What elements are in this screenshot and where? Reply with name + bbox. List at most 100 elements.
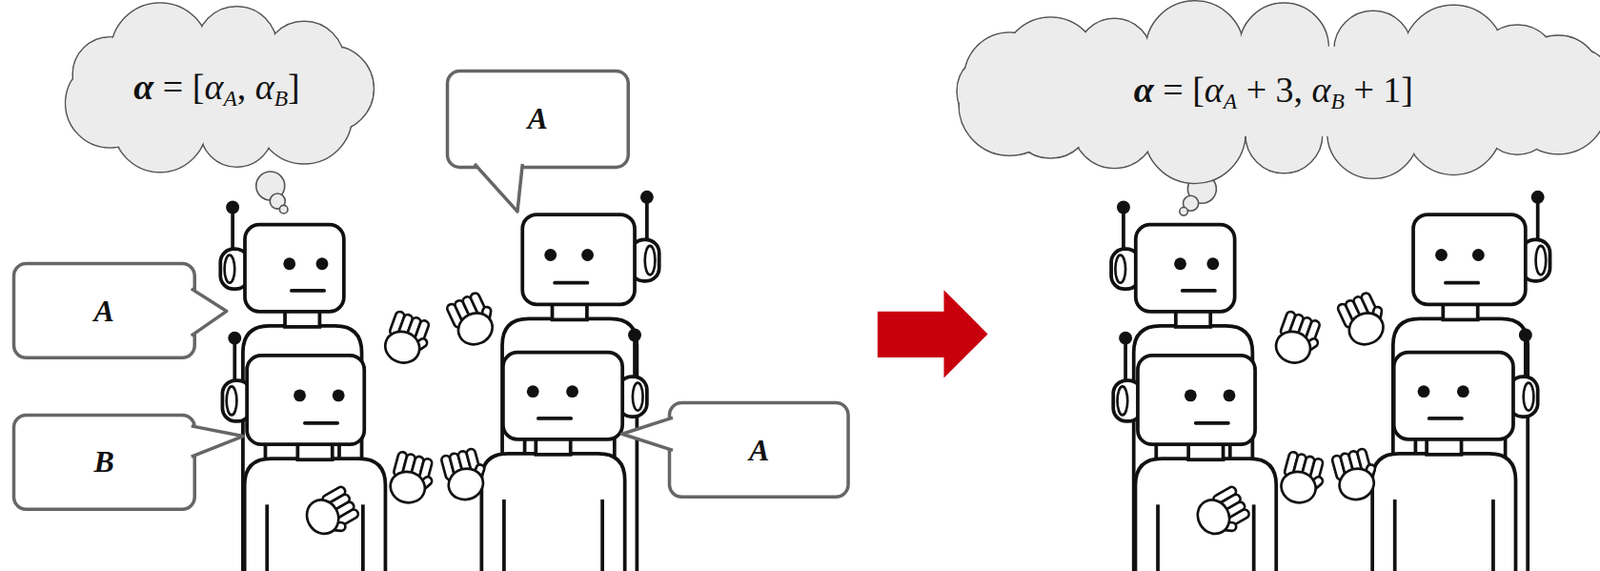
belief-formula: α = [αA, αB] [133, 65, 300, 112]
robot-group [1111, 190, 1550, 571]
robot-ear-inner [226, 385, 238, 415]
greek-letter: α [1134, 69, 1155, 110]
thought-cloud: α = [αA, αB] [56, 1, 378, 176]
robot-arm [1393, 499, 1398, 571]
speech-bubble: A [445, 69, 630, 169]
robot-palm [381, 326, 425, 368]
greek-letter: α [203, 66, 223, 107]
formula-part: + 3, [1236, 69, 1312, 110]
antenna-tip [640, 190, 654, 204]
robot-body [244, 458, 386, 571]
vote-letter: A [94, 293, 115, 329]
transition-arrow [877, 289, 989, 378]
robot-antenna [632, 336, 637, 378]
belief-formula: α = [αA + 3, αB + 1] [1134, 68, 1414, 115]
bubble-tail [622, 417, 673, 450]
robot-palm [453, 307, 499, 351]
robot-eye [316, 257, 329, 270]
robot-mouth [291, 288, 325, 293]
formula-part: = [ [1154, 69, 1205, 110]
subscript: A [1223, 88, 1237, 114]
robot-body [1134, 458, 1276, 571]
bubble-tail [191, 425, 244, 457]
speech-bubble: B [12, 413, 197, 511]
robot-antenna [230, 208, 235, 250]
antenna-tip [1116, 201, 1131, 215]
vote-letter: A [527, 101, 548, 137]
robot-head [1135, 224, 1236, 312]
robot-eye [526, 384, 540, 398]
robot-arm [1155, 504, 1160, 571]
robot-hand [1271, 310, 1326, 370]
bubble-border [669, 403, 850, 498]
robot-eye [1472, 248, 1485, 262]
robot-mouth [1445, 281, 1479, 285]
greek-letter: α [1204, 69, 1224, 110]
robot-eye [1435, 248, 1448, 262]
robot-head [1137, 355, 1256, 445]
vote-letter: B [94, 444, 115, 480]
robot-eye [566, 384, 579, 398]
robot-palm [1271, 326, 1315, 368]
bubble-tail [191, 288, 227, 336]
robot-eye [1184, 388, 1197, 402]
robot-arm [1252, 504, 1256, 571]
greek-letter: α [133, 66, 154, 107]
robot-palm [1191, 493, 1236, 540]
thought-cloud: α = [αA + 3, αB + 1] [947, 1, 1600, 182]
robot-body [481, 453, 625, 571]
robot-ear-inner [224, 255, 236, 284]
robot-eye [1206, 257, 1219, 270]
antenna-tip [1518, 328, 1533, 343]
robot-ear-inner [632, 383, 644, 411]
subscript: A [222, 85, 237, 111]
robot-ear-inner [1536, 245, 1547, 276]
robot-body [1372, 453, 1516, 571]
robot-head [1413, 214, 1526, 304]
robot-head [1394, 352, 1514, 440]
robot-palm [1336, 465, 1378, 504]
antenna-tip [227, 331, 242, 345]
vote-letter: A [749, 432, 770, 468]
robot-eye [544, 248, 557, 262]
robot [481, 328, 648, 571]
robot-mouth [1429, 416, 1462, 421]
greek-letter: α [1312, 69, 1332, 110]
antenna-tip [1531, 190, 1545, 204]
robot-arm [502, 499, 507, 571]
robot-mouth [1195, 421, 1229, 426]
robot-antenna [232, 339, 237, 381]
robot-arm [264, 504, 269, 571]
robot-hand [386, 450, 439, 508]
bubble-tail [474, 163, 523, 212]
robot-eye [1457, 384, 1470, 398]
robot-eye [1174, 257, 1187, 270]
robot-palm [386, 467, 428, 507]
robot-arm [1491, 499, 1496, 571]
antenna-tip [1118, 331, 1133, 345]
robot-ear-inner [1114, 255, 1126, 284]
robot-palm [445, 465, 487, 504]
robot-eye [332, 388, 345, 402]
robot-arm [600, 499, 605, 571]
robot-eye [293, 388, 306, 402]
robot-arm [361, 504, 365, 571]
robot-palm [301, 493, 345, 540]
robot-eye [581, 248, 594, 262]
bubble-border [13, 263, 195, 359]
robot-ear-inner [645, 245, 656, 276]
antenna-tip [627, 328, 642, 343]
robot-hand [445, 288, 504, 350]
robot-palm [1277, 467, 1319, 507]
robot-hand [1191, 485, 1254, 545]
robot-mouth [554, 281, 588, 285]
robot-palm [1343, 307, 1389, 351]
antenna-tip [225, 201, 240, 215]
greek-letter: α [255, 66, 275, 107]
bubble-border [446, 70, 628, 167]
robot [1113, 331, 1276, 571]
speech-bubble: A [12, 262, 197, 360]
robot-head [246, 355, 365, 445]
robot-hand [301, 485, 364, 545]
